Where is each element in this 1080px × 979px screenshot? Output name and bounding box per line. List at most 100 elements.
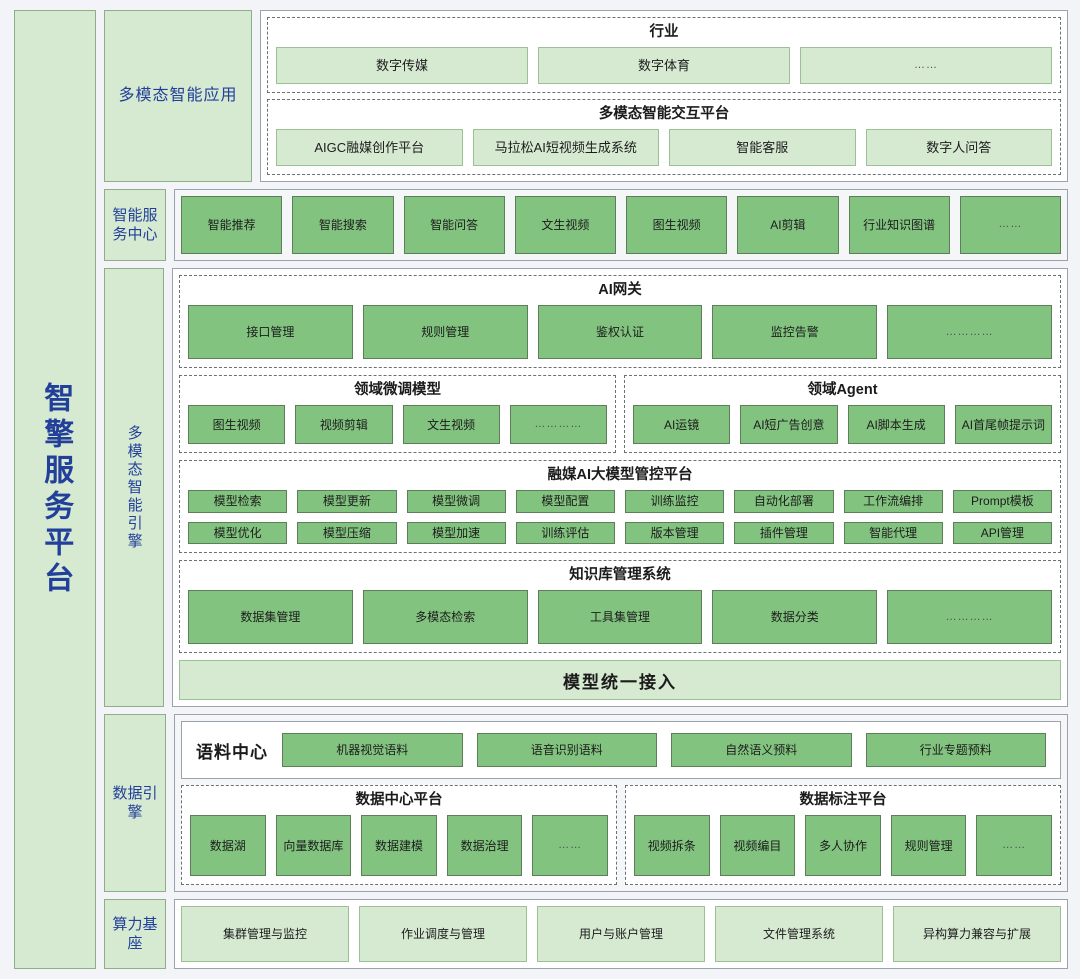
service-center-item[interactable]: 智能问答 [403, 196, 505, 254]
finetune-group: 领域微调模型 图生视频 视频剪辑 文生视频 ………… [179, 375, 616, 453]
service-center-item[interactable]: 智能搜索 [292, 196, 394, 254]
compute-base-item[interactable]: 异构算力兼容与扩展 [893, 906, 1061, 962]
compute-base-item[interactable]: 集群管理与监控 [181, 906, 349, 962]
corpus-item[interactable]: 语音识别语料 [476, 733, 657, 767]
model-platform-item[interactable]: 插件管理 [734, 521, 834, 545]
finetune-item[interactable]: 图生视频 [188, 405, 286, 444]
data-center-item[interactable]: 数据湖 [190, 815, 266, 876]
finetune-title: 领域微调模型 [354, 382, 441, 398]
annotation-item[interactable]: 视频编目 [719, 815, 796, 876]
agent-group: 领域Agent AI运镜 AI短广告创意 AI脚本生成 AI首尾帧提示词 [624, 375, 1061, 453]
industry-item-more[interactable]: …… [800, 47, 1052, 84]
model-platform-item[interactable]: 模型更新 [297, 490, 397, 513]
model-platform-item[interactable]: Prompt模板 [952, 490, 1052, 513]
agent-item[interactable]: AI脚本生成 [847, 405, 945, 444]
model-platform-item-row-1: 模型检索 模型更新 模型微调 模型配置 训练监控 自动化部署 工作流编排 Pro… [188, 490, 1052, 513]
layer-compute-base: 算力基座 集群管理与监控 作业调度与管理 用户与账户管理 文件管理系统 异构算力… [104, 899, 1068, 969]
ai-gateway-item[interactable]: 接口管理 [188, 305, 353, 359]
finetune-item[interactable]: 文生视频 [402, 405, 500, 444]
annotation-item[interactable]: 视频拆条 [634, 815, 710, 876]
interaction-platform-title: 多模态智能交互平台 [598, 106, 730, 122]
model-platform-item[interactable]: 训练评估 [515, 521, 615, 545]
model-platform-item[interactable]: 模型配置 [515, 490, 615, 513]
model-platform-item[interactable]: 模型压缩 [297, 521, 397, 545]
layer-service-center: 智能服务中心 智能推荐 智能搜索 智能问答 文生视频 图生视频 AI剪辑 行业知… [104, 189, 1068, 261]
data-center-item[interactable]: 数据建模 [361, 815, 437, 876]
agent-item[interactable]: AI短广告创意 [740, 405, 838, 444]
layer-label-engine-text: 多模态智能引擎 [125, 424, 143, 551]
agent-item[interactable]: AI首尾帧提示词 [954, 405, 1052, 444]
service-center-item[interactable]: 智能推荐 [181, 196, 283, 254]
interaction-platform-group: 多模态智能交互平台 AIGC融媒创作平台 马拉松AI短视频生成系统 智能客服 数… [267, 99, 1061, 175]
service-center-item[interactable]: 文生视频 [514, 196, 616, 254]
finetune-item-row: 图生视频 视频剪辑 文生视频 ………… [188, 405, 607, 444]
unified-model-access-bar[interactable]: 模型统一接入 [179, 660, 1061, 700]
ai-gateway-item[interactable]: 鉴权认证 [537, 305, 703, 359]
layer-data-engine: 数据引擎 语料中心 机器视觉语料 语音识别语料 自然语义预料 行业专题预料 数据… [104, 714, 1068, 892]
service-center-panel: 智能推荐 智能搜索 智能问答 文生视频 图生视频 AI剪辑 行业知识图谱 …… [174, 189, 1068, 261]
data-center-item[interactable]: 数据治理 [446, 815, 523, 876]
model-platform-item[interactable]: 智能代理 [843, 521, 943, 545]
knowledge-base-group: 知识库管理系统 数据集管理 多模态检索 工具集管理 数据分类 ………… [179, 560, 1061, 653]
agent-item-row: AI运镜 AI短广告创意 AI脚本生成 AI首尾帧提示词 [633, 405, 1052, 444]
corpus-item[interactable]: 自然语义预料 [671, 733, 852, 767]
corpus-item[interactable]: 机器视觉语料 [282, 733, 463, 767]
data-center-item-more[interactable]: …… [532, 815, 608, 876]
finetune-item[interactable]: 视频剪辑 [295, 405, 393, 444]
compute-base-item[interactable]: 文件管理系统 [715, 906, 883, 962]
platform-title: 智擎服务平台 [39, 381, 73, 598]
compute-base-item[interactable]: 作业调度与管理 [359, 906, 527, 962]
annotation-item-more[interactable]: …… [976, 815, 1052, 876]
layer-application: 多模态智能应用 行业 数字传媒 数字体育 …… 多模态智能交互平台 AIGC融媒… [104, 10, 1068, 182]
annotation-platform-group: 数据标注平台 视频拆条 视频编目 多人协作 规则管理 …… [625, 785, 1061, 885]
model-platform-rows: 模型检索 模型更新 模型微调 模型配置 训练监控 自动化部署 工作流编排 Pro… [188, 490, 1052, 545]
interaction-platform-item[interactable]: 马拉松AI短视频生成系统 [472, 129, 659, 166]
service-center-item-more[interactable]: …… [959, 196, 1061, 254]
service-center-item[interactable]: 图生视频 [626, 196, 728, 254]
knowledge-base-title: 知识库管理系统 [569, 567, 671, 583]
annotation-item[interactable]: 多人协作 [805, 815, 881, 876]
annotation-item[interactable]: 规则管理 [890, 815, 967, 876]
corpus-item[interactable]: 行业专题预料 [865, 733, 1046, 767]
model-platform-title: 融媒AI大模型管控平台 [547, 467, 693, 483]
knowledge-base-item-more[interactable]: ………… [887, 590, 1052, 644]
data-center-title: 数据中心平台 [355, 792, 443, 808]
model-platform-item[interactable]: 自动化部署 [734, 490, 834, 513]
service-center-item[interactable]: AI剪辑 [737, 196, 839, 254]
corpus-center-group: 语料中心 机器视觉语料 语音识别语料 自然语义预料 行业专题预料 [181, 721, 1061, 779]
service-center-item-row: 智能推荐 智能搜索 智能问答 文生视频 图生视频 AI剪辑 行业知识图谱 …… [181, 196, 1061, 254]
model-platform-item[interactable]: 模型微调 [406, 490, 506, 513]
model-platform-group: 融媒AI大模型管控平台 模型检索 模型更新 模型微调 模型配置 训练监控 自动化… [179, 460, 1061, 553]
annotation-platform-title: 数据标注平台 [799, 792, 887, 808]
interaction-platform-item[interactable]: 智能客服 [669, 129, 856, 166]
model-platform-item[interactable]: 版本管理 [625, 521, 725, 545]
compute-base-item-row: 集群管理与监控 作业调度与管理 用户与账户管理 文件管理系统 异构算力兼容与扩展 [181, 906, 1061, 962]
knowledge-base-item[interactable]: 工具集管理 [537, 590, 703, 644]
model-platform-item[interactable]: 模型检索 [188, 490, 288, 513]
compute-base-item[interactable]: 用户与账户管理 [537, 906, 705, 962]
engine-stack: AI网关 接口管理 规则管理 鉴权认证 监控告警 ………… 领域微调模型 [179, 275, 1061, 700]
model-platform-item[interactable]: 工作流编排 [843, 490, 943, 513]
interaction-platform-item[interactable]: 数字人问答 [865, 129, 1052, 166]
model-platform-item[interactable]: 模型加速 [406, 521, 506, 545]
knowledge-base-item[interactable]: 多模态检索 [362, 590, 528, 644]
interaction-platform-item[interactable]: AIGC融媒创作平台 [276, 129, 463, 166]
agent-item[interactable]: AI运镜 [633, 405, 731, 444]
ai-gateway-item-more[interactable]: ………… [887, 305, 1052, 359]
platform-title-bar: 智擎服务平台 [14, 10, 96, 969]
knowledge-base-item[interactable]: 数据集管理 [188, 590, 353, 644]
model-platform-item[interactable]: 模型优化 [188, 521, 288, 545]
ai-gateway-item[interactable]: 规则管理 [362, 305, 528, 359]
model-platform-item[interactable]: API管理 [952, 521, 1052, 545]
ai-gateway-item[interactable]: 监控告警 [712, 305, 878, 359]
finetune-item-more[interactable]: ………… [509, 405, 607, 444]
layer-label-application: 多模态智能应用 [104, 10, 252, 182]
industry-item[interactable]: 数字体育 [538, 47, 790, 84]
industry-item[interactable]: 数字传媒 [276, 47, 528, 84]
data-center-item[interactable]: 向量数据库 [275, 815, 352, 876]
application-panel: 行业 数字传媒 数字体育 …… 多模态智能交互平台 AIGC融媒创作平台 马拉松… [260, 10, 1068, 182]
knowledge-base-item[interactable]: 数据分类 [712, 590, 878, 644]
model-platform-item[interactable]: 训练监控 [625, 490, 725, 513]
service-center-item[interactable]: 行业知识图谱 [848, 196, 950, 254]
